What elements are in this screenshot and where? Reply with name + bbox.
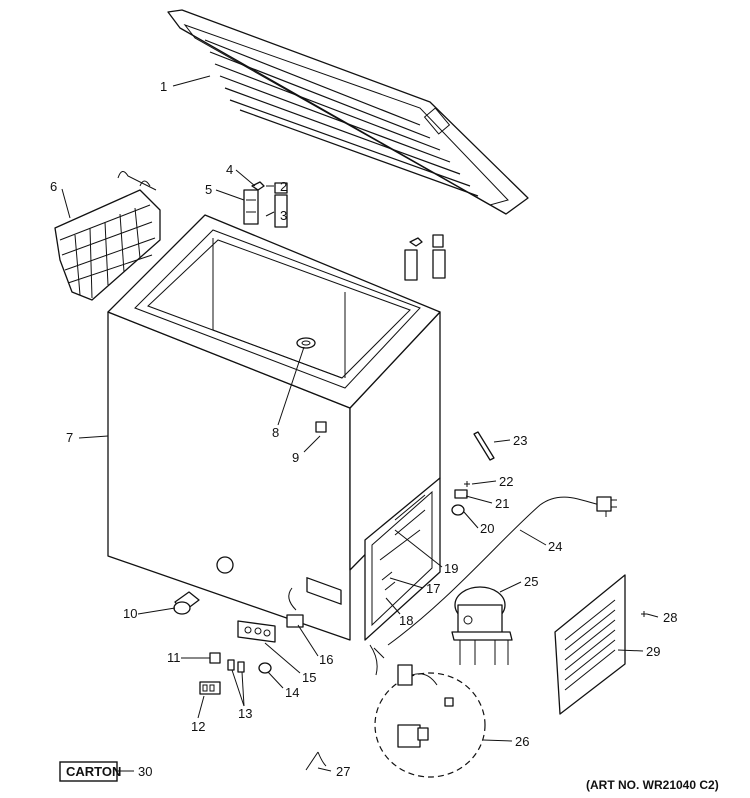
grommet-20	[451, 504, 465, 516]
callout-numbers: 1 2 3 4 5 6 7 8 9 10 11 12 13 14 15 16 1…	[50, 79, 677, 779]
compressor	[451, 586, 513, 665]
terminal-block	[199, 681, 221, 695]
carton-label-box: CARTON	[59, 761, 121, 782]
callout-21: 21	[495, 496, 509, 511]
callout-28: 28	[663, 610, 677, 625]
callout-7: 7	[66, 430, 73, 445]
callout-6: 6	[50, 179, 57, 194]
machine-compartment	[364, 477, 441, 641]
callout-3: 3	[280, 208, 287, 223]
callout-2: 2	[280, 179, 287, 194]
drier	[473, 431, 495, 461]
access-panel	[554, 574, 626, 715]
callout-26: 26	[515, 734, 529, 749]
callout-12: 12	[191, 719, 205, 734]
control-panel	[237, 620, 276, 643]
light-sockets	[227, 659, 245, 673]
callout-19: 19	[444, 561, 458, 576]
callout-13: 13	[238, 706, 252, 721]
callout-29: 29	[646, 644, 660, 659]
callout-15: 15	[302, 670, 316, 685]
knob	[258, 662, 272, 674]
carton-label: CARTON	[66, 764, 121, 779]
callout-25: 25	[524, 574, 538, 589]
hinge-assembly-left	[243, 181, 288, 228]
callout-4: 4	[226, 162, 233, 177]
callout-1: 1	[160, 79, 167, 94]
lid	[167, 9, 529, 215]
callout-8: 8	[272, 425, 279, 440]
leveling-foot	[173, 591, 200, 615]
callout-23: 23	[513, 433, 527, 448]
bracket-21	[454, 489, 468, 499]
thermostat	[286, 587, 304, 628]
callout-9: 9	[292, 450, 299, 465]
screw-28	[641, 611, 647, 617]
wire-harness	[305, 751, 327, 771]
callout-10: 10	[123, 606, 137, 621]
hinge-assembly-right	[404, 234, 446, 281]
callout-17: 17	[426, 581, 440, 596]
callout-5: 5	[205, 182, 212, 197]
art-number: (ART NO. WR21040 C2)	[586, 778, 719, 792]
screw-22	[464, 481, 470, 487]
callout-11: 11	[167, 650, 181, 665]
leader-lines	[61, 75, 659, 772]
switch	[209, 652, 221, 664]
power-cord	[369, 496, 617, 676]
drain-plug	[296, 337, 316, 349]
freezer-cabinet	[107, 214, 441, 641]
storage-basket	[54, 171, 161, 301]
callout-27: 27	[336, 764, 350, 779]
starter-kit	[374, 664, 486, 778]
callout-22: 22	[499, 474, 513, 489]
callout-14: 14	[285, 685, 299, 700]
callout-24: 24	[548, 539, 562, 554]
callout-30: 30	[138, 764, 152, 779]
callout-16: 16	[319, 652, 333, 667]
callout-20: 20	[480, 521, 494, 536]
callout-18: 18	[399, 613, 413, 628]
